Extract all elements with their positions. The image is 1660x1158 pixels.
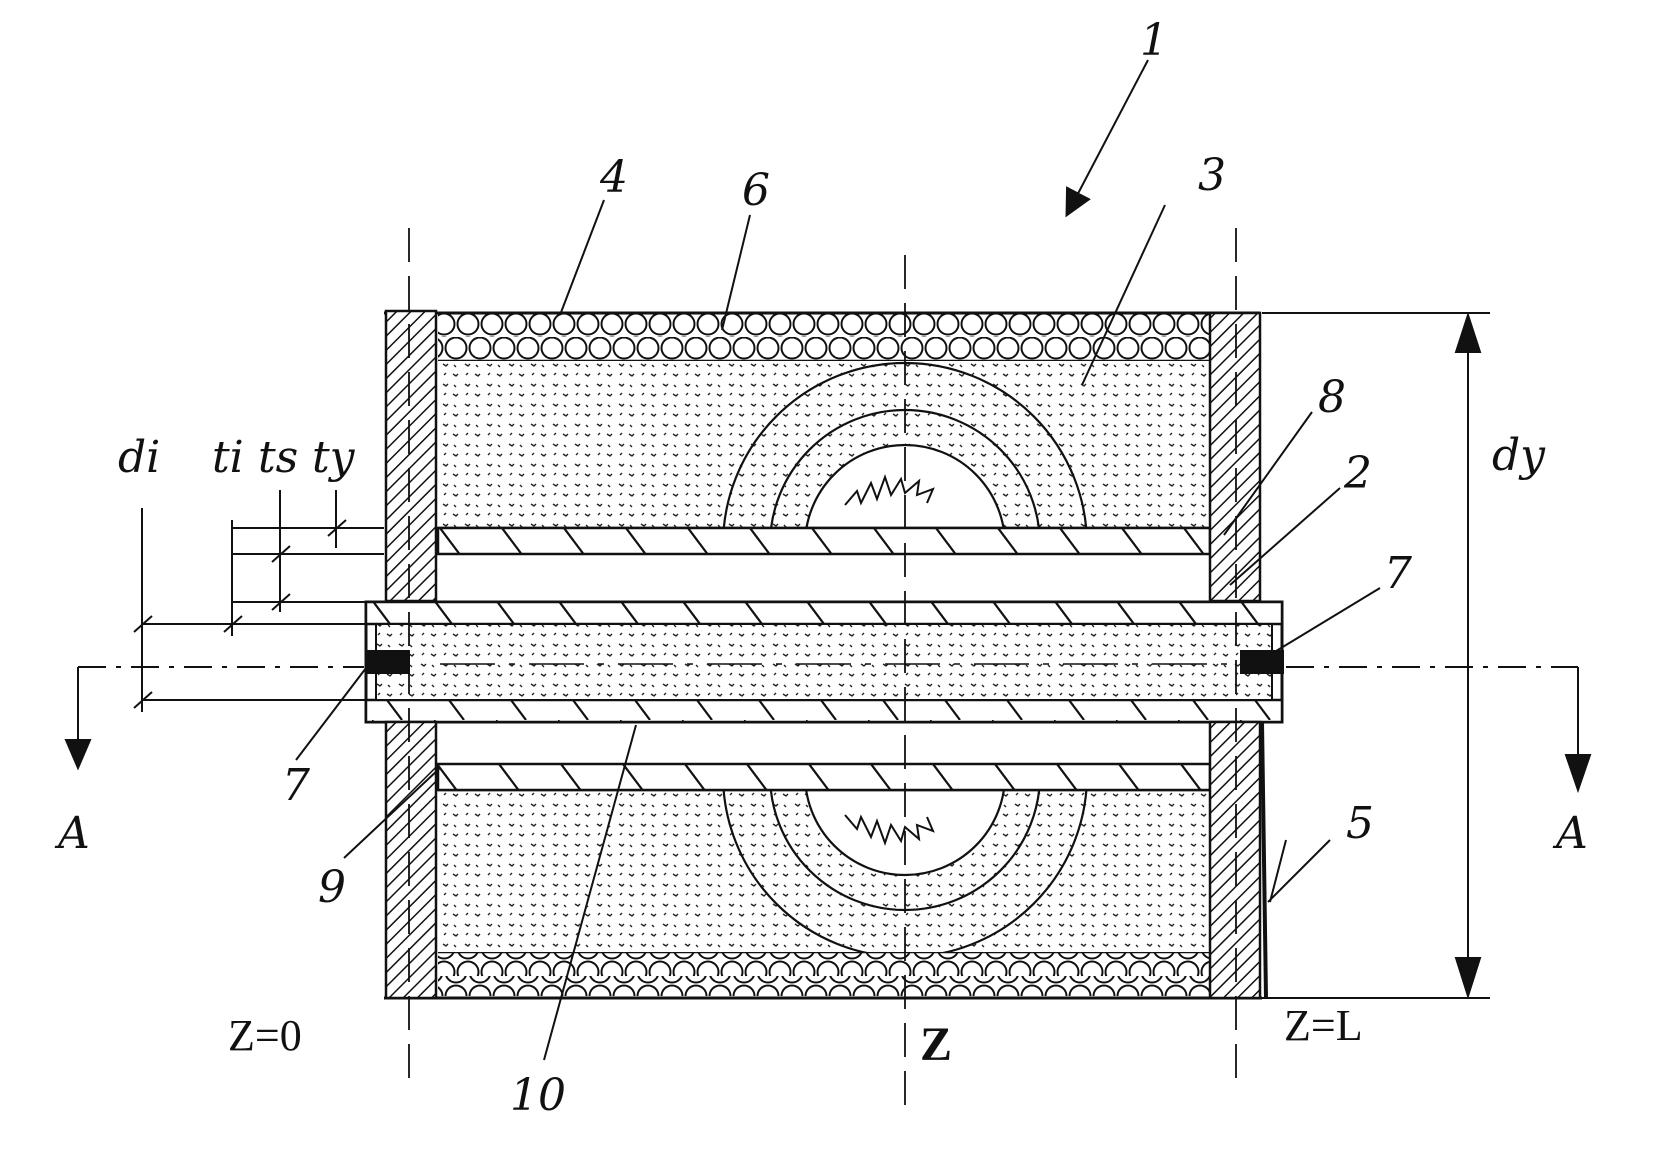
label-ts: ts (258, 432, 298, 483)
dimension-lines (134, 490, 384, 712)
label-z-end: Z=L (1284, 1001, 1363, 1050)
label-dy: dy (1492, 430, 1546, 481)
label-ref-7-left: 7 (282, 760, 310, 811)
label-di: di (118, 432, 160, 483)
left-wall (386, 311, 436, 601)
sleeve-top (438, 528, 1210, 554)
label-z-mid: Z (920, 1018, 952, 1071)
end-cap-left (366, 650, 410, 674)
label-ti: ti (212, 432, 244, 483)
label-ref-3: 3 (1198, 150, 1226, 201)
outer-layer-bottom (384, 952, 1262, 998)
label-section-left: A (54, 808, 90, 859)
label-ref-8: 8 (1318, 372, 1346, 423)
label-ref-6: 6 (742, 165, 770, 216)
label-ref-5: 5 (1346, 798, 1374, 849)
label-z-start: Z=0 (228, 1011, 302, 1060)
label-ref-10: 10 (510, 1070, 566, 1121)
sleeve-bottom (438, 764, 1210, 790)
outer-layer-top (384, 313, 1260, 361)
end-cap-right (1240, 650, 1284, 674)
label-ref-4: 4 (599, 152, 628, 203)
label-ref-9: 9 (318, 862, 346, 913)
right-wall (1210, 313, 1260, 601)
label-ty: ty (312, 432, 356, 483)
label-ref-7-right: 7 (1384, 548, 1412, 599)
label-section-right: A (1552, 808, 1588, 859)
inner-tube (366, 602, 1282, 722)
dimension-dy (1262, 313, 1490, 998)
label-ref-2: 2 (1343, 448, 1372, 499)
label-ref-1: 1 (1140, 15, 1168, 66)
